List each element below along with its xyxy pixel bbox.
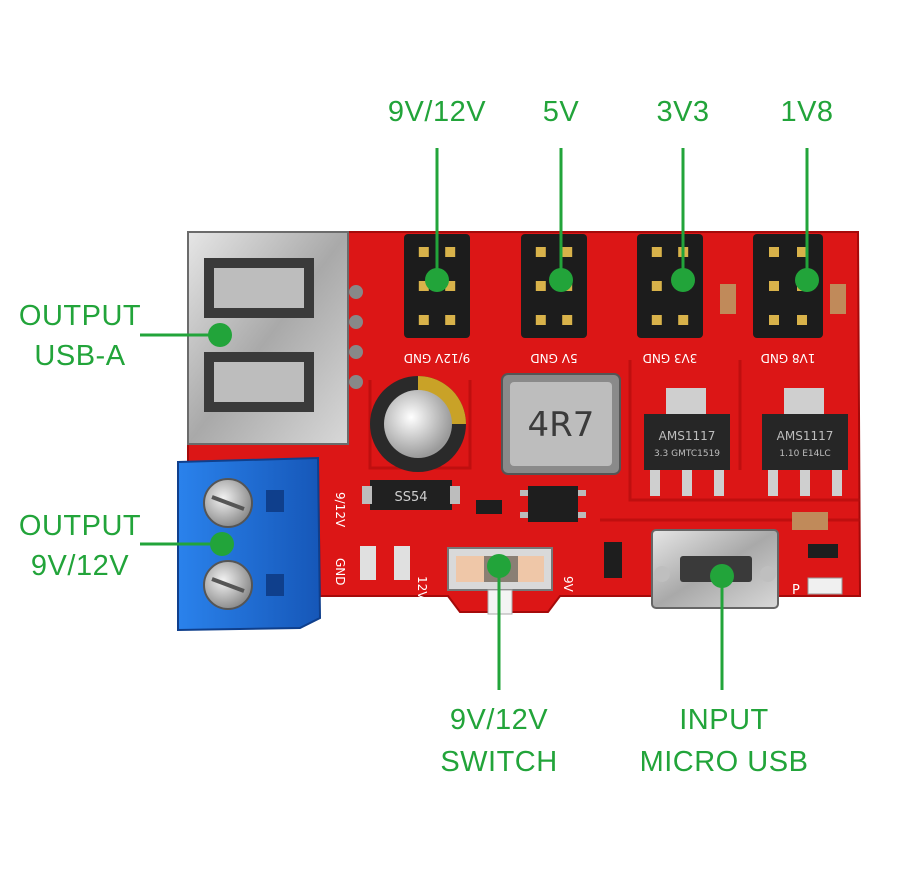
power-inductor: 4R7 [501, 373, 621, 475]
header-pin [418, 315, 429, 325]
label-pin-1v8: 1V8 [780, 96, 834, 128]
header-pin [445, 315, 456, 325]
leader-lines [140, 148, 819, 690]
label-pin-5v: 5V [542, 96, 580, 128]
header-pin [797, 315, 807, 325]
header-pin [562, 315, 573, 325]
header-pin [535, 281, 546, 291]
header-pin [535, 315, 546, 325]
silk-switch-12v: 12V [415, 576, 429, 600]
reg-1v8-line1: AMS1117 [777, 429, 834, 443]
reg-3v3-line2: 3.3 GMTC1519 [654, 449, 720, 459]
header-pin [445, 281, 456, 291]
header-pin [651, 315, 662, 325]
label-pin-9v12v: 9V/12V [387, 96, 487, 128]
label-output-9v12v-line1: OUTPUT [18, 510, 142, 542]
header-pin [562, 247, 573, 257]
boost-converter-ic [520, 486, 586, 522]
header-pin [535, 247, 546, 257]
silk-header-1v8: 1V8 GND [761, 351, 816, 365]
header-pin [797, 247, 807, 257]
label-output-usb-a-line1: OUTPUT [18, 300, 142, 332]
header-pin [651, 281, 662, 291]
diode-marking: SS54 [394, 490, 427, 505]
header-pin [418, 247, 429, 257]
reg-3v3-line1: AMS1117 [659, 429, 716, 443]
silk-switch-9v: 9V [561, 576, 575, 593]
reg-1v8-line2: 1.10 E14LC [779, 449, 830, 459]
label-9v12v-switch: 9V/12V SWITCH [424, 702, 574, 780]
ams1117-3v3-regulator: AMS1117 3.3 GMTC1519 [644, 388, 730, 496]
label-switch-line2: SWITCH [440, 746, 558, 778]
silk-header-5v: 5V GND [530, 351, 577, 365]
inductor-marking: 4R7 [528, 405, 595, 445]
schottky-diode: SS54 [362, 480, 460, 510]
label-pin-3v3: 3V3 [656, 96, 710, 128]
ams1117-1v8-regulator: AMS1117 1.10 E14LC [762, 388, 848, 496]
pin-header-3v3 [637, 234, 703, 338]
electrolytic-capacitor [370, 376, 466, 472]
silk-terminal-gnd: GND [333, 558, 347, 586]
label-output-9v12v: OUTPUT 9V/12V [10, 508, 150, 584]
header-pin [769, 247, 779, 257]
label-output-9v12v-line2: 9V/12V [30, 550, 130, 582]
smd-capacitors [360, 284, 846, 580]
label-switch-line1: 9V/12V [449, 704, 549, 736]
silk-header-3v3: 3V3 GND [643, 351, 698, 365]
header-pin [769, 315, 779, 325]
label-micro-usb-line1: INPUT [679, 704, 769, 736]
silk-header-9v12v: 9/12V GND [404, 351, 471, 365]
header-pin [418, 281, 429, 291]
silk-led-p: P [792, 583, 800, 598]
screw-terminal-block [177, 456, 322, 632]
header-pin [445, 247, 456, 257]
header-pin [651, 247, 662, 257]
power-led: P [792, 577, 843, 598]
header-pin [678, 315, 689, 325]
label-output-usb-a-line2: USB-A [34, 340, 126, 372]
label-micro-usb-line2: MICRO USB [639, 746, 809, 778]
silk-terminal-9v12v: 9/12V [333, 492, 347, 528]
header-pin [769, 281, 779, 291]
label-output-usb-a: OUTPUT USB-A [10, 298, 150, 374]
label-input-micro-usb: INPUT MICRO USB [636, 702, 812, 780]
